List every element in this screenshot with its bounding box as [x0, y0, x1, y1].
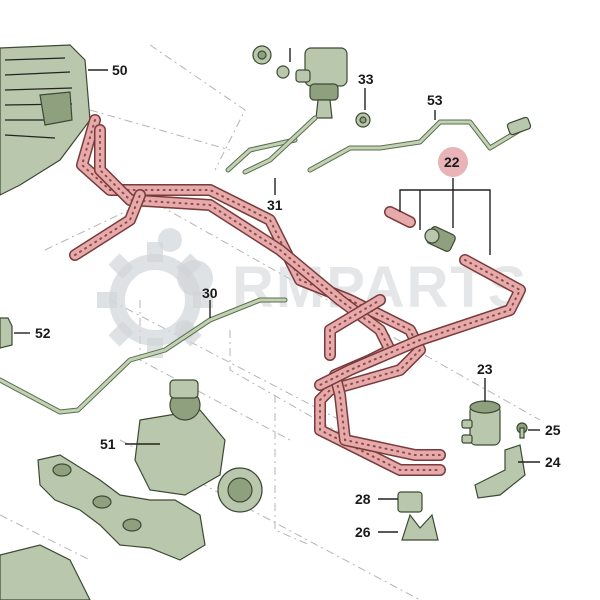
callout-50: 50: [112, 62, 128, 78]
clip-28: [397, 491, 423, 513]
solenoid-valve: [461, 400, 501, 446]
callout-22: 22: [444, 154, 460, 170]
callout-22-badge: [438, 147, 468, 177]
callout-53: 53: [427, 92, 443, 108]
callout-52: 52: [35, 325, 51, 341]
leader-lines: [14, 48, 540, 533]
air-filter-housing: [0, 44, 91, 196]
callout-23: 23: [477, 361, 493, 377]
bracket-part: [0, 317, 13, 349]
clip-26: [401, 513, 439, 541]
turbocharger: [0, 379, 263, 600]
gear-icon: [97, 242, 213, 358]
hose-network: [69, 114, 526, 476]
callout-26: 26: [355, 524, 371, 540]
bracket-24: [474, 444, 526, 499]
callout-31: 31: [267, 197, 283, 213]
callout-28: 28: [355, 491, 371, 507]
vacuum-valve: [252, 45, 371, 128]
hose-31: [225, 115, 318, 175]
watermark: RMPARTS: [97, 228, 526, 358]
callout-24: 24: [545, 454, 561, 470]
pipe-30: [0, 297, 288, 415]
bolt-25: [516, 422, 528, 439]
callout-30: 30: [202, 285, 218, 301]
callout-33: 33: [358, 71, 374, 87]
callout-25: 25: [545, 422, 561, 438]
check-valve: [424, 226, 456, 252]
callout-51: 51: [100, 436, 116, 452]
callout-labels: 50 33 53 22 31 30 52 23 51 25 24 28 26: [35, 62, 561, 540]
hose-53: [307, 116, 532, 173]
